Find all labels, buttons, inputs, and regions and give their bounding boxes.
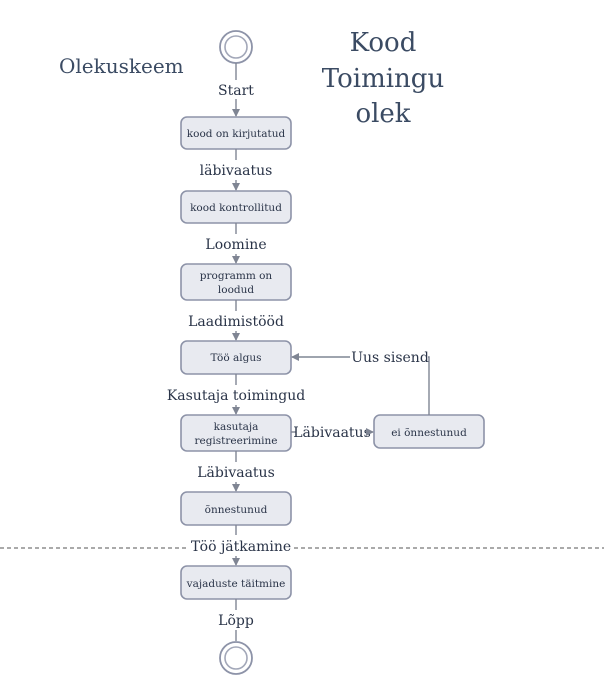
heading-line-3: olek [355,99,410,129]
start-node [219,30,253,64]
transition-label-6: Töö jätkamine [191,539,291,555]
state-label-program-created-1: programm on [200,270,273,282]
state-label-code-written: kood on kirjutatud [187,128,286,140]
transition-to-fail-label: Läbivaatus [293,425,371,441]
state-label-work-start: Töö algus [210,352,261,364]
state-label-user-registration-1: kasutaja [214,421,259,433]
state-label-program-created-2: loodud [218,284,254,296]
transition-label-3: Laadimistööd [188,314,284,330]
edge-retry-a [428,356,430,415]
transition-label-5: Läbivaatus [197,465,275,481]
transition-label-4: Kasutaja toimingud [167,388,305,404]
end-node [219,641,253,675]
state-label-user-registration-2: registreerimine [194,435,277,447]
state-label-fulfilling-needs: vajaduste täitmine [186,578,286,590]
transition-end-label: Lõpp [218,613,254,629]
transition-start-label: Start [218,83,254,99]
transition-retry-label: Uus sisend [351,350,429,366]
heading-line-2: Toimingu [322,64,444,94]
diagram-title: Olekuskeem [59,54,184,78]
state-label-failed: ei õnnestunud [391,427,467,439]
state-label-code-checked: kood kontrollitud [190,202,282,214]
transition-label-2: Loomine [205,237,266,253]
state-label-succeeded: õnnestunud [205,504,268,516]
heading-line-1: Kood [350,28,417,58]
transition-label-1: läbivaatus [200,163,273,179]
